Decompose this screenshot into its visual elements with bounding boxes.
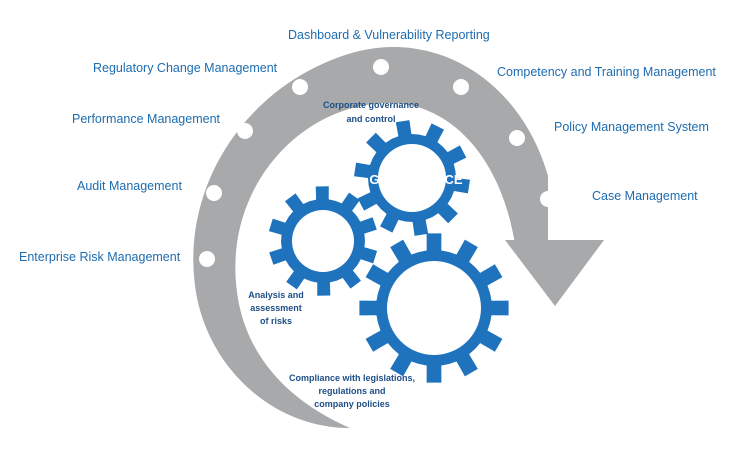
- compliance-gear: [359, 233, 509, 383]
- label-competency-training-management: Competency and Training Management: [497, 65, 716, 79]
- compliance-note-line: regulations and: [318, 386, 385, 396]
- compliance-note-line: Compliance with legislations,: [289, 373, 415, 383]
- governance-gear: [354, 120, 470, 236]
- label-performance-management: Performance Management: [72, 112, 221, 126]
- compliance-note: Compliance with legislations, regulation…: [289, 373, 415, 409]
- gear-hub: [378, 144, 446, 212]
- cycle-dot: [237, 123, 253, 139]
- cycle-dot: [206, 185, 222, 201]
- cycle-dots: [199, 59, 556, 267]
- label-dashboard-vulnerability-reporting: Dashboard & Vulnerability Reporting: [288, 28, 490, 42]
- cycle-dot: [199, 251, 215, 267]
- label-audit-management: Audit Management: [77, 179, 182, 193]
- label-regulatory-change-management: Regulatory Change Management: [93, 61, 278, 75]
- label-case-management: Case Management: [592, 189, 698, 203]
- cycle-dot: [453, 79, 469, 95]
- cycle-arrow-band: [193, 46, 549, 429]
- gear-hub: [387, 261, 481, 355]
- risk-note: Analysis and assessment of risks: [248, 290, 304, 326]
- label-policy-management-system: Policy Management System: [554, 120, 709, 134]
- compliance-note-line: company policies: [314, 399, 390, 409]
- cycle-dot: [509, 130, 525, 146]
- risk-note-line: of risks: [260, 316, 292, 326]
- cycle-arrow-head: [505, 240, 604, 306]
- governance-note-line: and control: [347, 114, 396, 124]
- governance-note: Corporate governance and control: [323, 100, 419, 124]
- gear-hub: [292, 210, 354, 272]
- gear-title-risk: RISK: [306, 234, 338, 249]
- gear-title-governance: GOVERNANCE: [369, 172, 463, 187]
- risk-note-line: Analysis and: [248, 290, 304, 300]
- cycle-labels: Enterprise Risk Management Audit Managem…: [19, 28, 716, 264]
- label-enterprise-risk-management: Enterprise Risk Management: [19, 250, 181, 264]
- cycle-dot: [292, 79, 308, 95]
- governance-note-line: Corporate governance: [323, 100, 419, 110]
- risk-gear: [268, 186, 378, 296]
- gear-title-compliance: COMPLIANCE: [393, 301, 481, 316]
- cycle-dot: [373, 59, 389, 75]
- cycle-dot: [540, 191, 556, 207]
- risk-note-line: assessment: [250, 303, 302, 313]
